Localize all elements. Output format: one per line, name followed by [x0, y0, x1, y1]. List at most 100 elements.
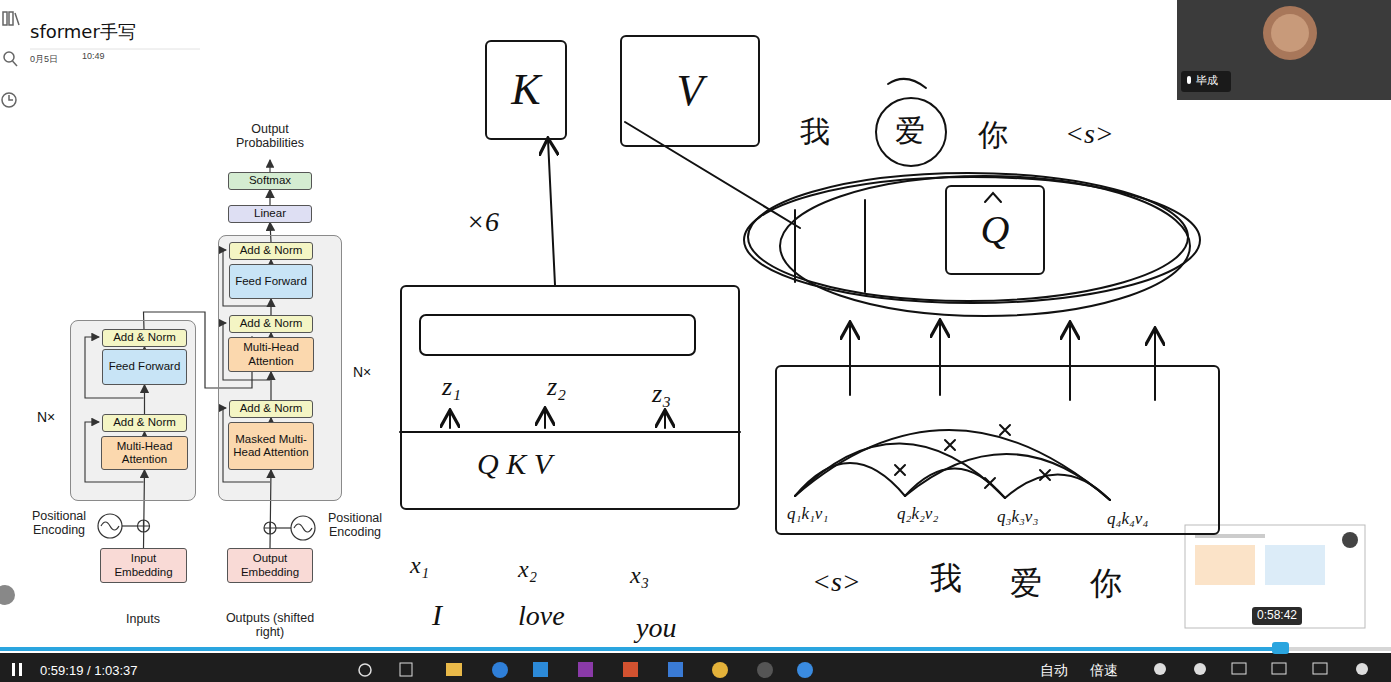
- handwritten-word: 我: [800, 115, 830, 150]
- taskbar-icons: [359, 662, 1368, 678]
- handwritten-box: V: [620, 35, 760, 147]
- box-label: Feed Forward: [109, 360, 181, 373]
- feed-forward-box: Feed Forward: [229, 264, 313, 299]
- preview-content: [1265, 545, 1325, 585]
- handwritten-box: q₁k₁v₁ q₂k₂v₂ q₃k₃v₃ q₄k₄v₄: [775, 365, 1220, 535]
- handwritten-text: z₃: [652, 379, 671, 409]
- handwritten-word: 我: [930, 560, 962, 597]
- handwritten-text: V: [677, 66, 704, 117]
- webcam-panel: [1177, 0, 1391, 100]
- mic-icon: [1187, 76, 1191, 84]
- box-label: Masked Multi-Head Attention: [231, 433, 311, 459]
- handwritten-text: q₁k₁v₁: [787, 504, 828, 524]
- speaker-name: 毕成: [1196, 75, 1218, 88]
- progress-track: [0, 647, 1391, 651]
- speed-button: 倍速: [1090, 662, 1118, 678]
- positional-encoding-symbols: [98, 514, 315, 540]
- handwritten-text: q₂k₂v₂: [897, 504, 938, 524]
- handwritten-word: love: [518, 600, 565, 632]
- handwritten-word: I: [432, 598, 442, 633]
- handwritten-text: q₄k₄v₄: [1107, 509, 1148, 529]
- sidebar-button: [0, 585, 15, 605]
- preview-time: 0:58:42: [1252, 607, 1302, 625]
- handwritten-token: <s>: [812, 566, 861, 598]
- embedding-box: Input Embedding: [100, 548, 187, 583]
- add-norm-box: Add & Norm: [229, 315, 313, 333]
- date-text: 0月5日: [30, 54, 58, 64]
- flow-arrow: [270, 372, 271, 400]
- handwritten-text: K: [511, 65, 540, 116]
- box-label: Output Embedding: [230, 552, 310, 578]
- handwritten-token: <s>: [1065, 118, 1114, 150]
- embedding-box: Output Embedding: [227, 548, 313, 583]
- stack-block: N×Add & NormFeed ForwardAdd & NormMulti-…: [218, 235, 342, 501]
- flow-arrow: [269, 190, 270, 205]
- add-norm-box: Add & Norm: [102, 329, 187, 347]
- box-label: Linear: [254, 207, 286, 220]
- handwriting: [400, 79, 1200, 500]
- handwritten-text: Q K V: [477, 447, 552, 482]
- softmax-box: Softmax: [228, 172, 312, 190]
- quality-button: 自动: [1040, 662, 1068, 678]
- flow-arrow: [270, 223, 271, 243]
- box-label: Add & Norm: [113, 331, 176, 344]
- avatar: [1263, 6, 1317, 60]
- handwritten-box: K: [485, 40, 567, 140]
- handwritten-arrow: [548, 140, 555, 285]
- handwritten-word: 爱: [1010, 565, 1042, 602]
- box-label: Add & Norm: [240, 244, 303, 257]
- preview-thumbnail: [1185, 525, 1365, 628]
- playback-time: 0:59:19 / 1:03:37: [40, 664, 138, 679]
- feed-forward-box: Feed Forward: [102, 349, 187, 385]
- page-title: sformer手写: [30, 22, 136, 43]
- preview-content: [1195, 545, 1255, 585]
- sidebar-icons: [2, 12, 19, 107]
- progress-bar: [0, 647, 1280, 651]
- box-label: Softmax: [249, 174, 291, 187]
- handwritten-word: 爱: [895, 114, 925, 149]
- handwritten-word: 你: [978, 118, 1008, 153]
- handwritten-token: x₁: [410, 552, 429, 580]
- handwritten-word: you: [636, 612, 676, 644]
- box-label: Add & Norm: [113, 416, 176, 429]
- flow-arrow: [144, 385, 145, 414]
- add-norm-box: Add & Norm: [229, 400, 313, 418]
- output-label: Output Probabilities: [222, 122, 318, 151]
- handwritten-token: x₃: [630, 562, 649, 590]
- title-rule: [30, 49, 200, 50]
- pause-icon: [12, 663, 15, 676]
- avatar-face: [1271, 14, 1309, 52]
- handwritten-note: ×6: [466, 206, 499, 238]
- attention-box: Multi-Head Attention: [101, 436, 188, 470]
- flow-arrow: [270, 470, 271, 548]
- attention-box: Multi-Head Attention: [228, 337, 314, 372]
- handwritten-box: z₁z₂z₃Q K V: [400, 285, 740, 510]
- preview-content: [1342, 532, 1358, 548]
- encoder-fill: [70, 320, 196, 501]
- handwritten-text: q₃k₃v₃: [997, 507, 1038, 527]
- progress-handle: [1272, 642, 1289, 654]
- handwritten-word: 你: [1090, 565, 1122, 602]
- attention-box: Masked Multi-Head Attention: [228, 422, 314, 470]
- name-tag: [1181, 71, 1231, 92]
- decoder-fill: [218, 235, 342, 501]
- flow-arrow: [270, 299, 271, 315]
- repeat-count: N×: [37, 409, 55, 425]
- encoding-label: Positional Encoding: [26, 509, 92, 538]
- handwritten-token: x₂: [518, 556, 537, 584]
- pause-icon: [19, 663, 22, 676]
- box-label: Feed Forward: [235, 275, 307, 288]
- control-bar: [0, 653, 1391, 682]
- repeat-count: N×: [353, 364, 371, 380]
- add-norm-box: Add & Norm: [229, 242, 313, 260]
- box-label: Multi-Head Attention: [104, 440, 185, 466]
- encoding-label: Positional Encoding: [320, 511, 390, 540]
- box-label: Input Embedding: [103, 552, 184, 578]
- time-text: 10:49: [82, 51, 105, 61]
- handwritten-text: z₁: [442, 372, 461, 402]
- add-norm-box: Add & Norm: [102, 414, 187, 432]
- handwritten-text: Q: [981, 207, 1010, 253]
- flow-arrow: [144, 470, 145, 548]
